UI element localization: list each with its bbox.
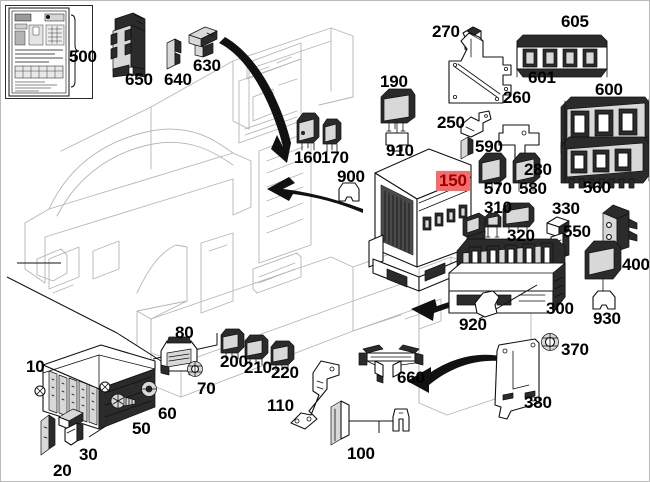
callout-label-580: 580	[519, 179, 547, 198]
part-260	[448, 32, 512, 104]
callout-label-500: 500	[69, 47, 97, 66]
callout-label-190: 190	[380, 72, 408, 91]
part-400	[584, 240, 622, 294]
part-50	[110, 393, 136, 409]
part-60	[141, 381, 157, 397]
part-200	[220, 328, 245, 360]
callout-label-605: 605	[561, 12, 589, 31]
part-920	[474, 290, 500, 318]
part-560	[560, 136, 649, 189]
callout-label-600: 600	[595, 80, 623, 99]
callout-label-60: 60	[158, 404, 177, 423]
part-250	[460, 110, 492, 138]
callout-label-650: 650	[125, 70, 153, 89]
part-160	[296, 112, 320, 151]
part-630	[188, 26, 218, 58]
callout-label-30: 30	[79, 445, 98, 464]
part-100	[330, 400, 410, 446]
callout-label-160: 160	[294, 148, 322, 167]
callout-label-10: 10	[26, 357, 45, 376]
part-500-label-card	[8, 7, 80, 97]
callout-label-200: 200	[220, 352, 248, 371]
callout-label-330: 330	[552, 199, 580, 218]
callout-label-310: 310	[484, 198, 512, 217]
part-70	[187, 361, 203, 377]
callout-label-900: 900	[337, 167, 365, 186]
callout-label-270: 270	[432, 22, 460, 41]
callout-label-110: 110	[267, 396, 294, 415]
part-10	[34, 344, 156, 430]
callout-label-80: 80	[175, 323, 194, 342]
callout-label-550: 550	[563, 222, 591, 241]
part-30	[58, 408, 84, 446]
callout-label-50: 50	[132, 419, 151, 438]
callout-label-370: 370	[561, 340, 589, 359]
callout-label-930: 930	[593, 309, 621, 328]
callout-label-250: 250	[437, 113, 465, 132]
callout-label-920: 920	[459, 315, 487, 334]
part-910	[385, 120, 409, 152]
part-590	[460, 136, 474, 160]
callout-label-380: 380	[524, 393, 552, 412]
part-580	[512, 152, 541, 192]
callout-label-300: 300	[546, 299, 574, 318]
callout-label-400: 400	[622, 255, 650, 274]
callout-label-910: 910	[386, 141, 414, 160]
callout-label-320: 320	[507, 226, 535, 245]
callout-label-260: 260	[503, 88, 531, 107]
callout-label-210: 210	[244, 358, 272, 377]
part-310	[484, 212, 502, 238]
part-220	[270, 340, 295, 372]
callout-label-100: 100	[347, 444, 375, 463]
callout-label-20: 20	[53, 461, 72, 480]
part-601	[516, 34, 608, 78]
vehicle-body-outline	[24, 27, 532, 416]
part-380	[494, 338, 540, 420]
part-570	[478, 152, 507, 192]
part-660	[358, 344, 424, 384]
part-150-fuse-box	[368, 148, 486, 292]
part-650	[110, 12, 146, 78]
callout-label-70: 70	[197, 379, 216, 398]
callout-label-570: 570	[484, 179, 512, 198]
part-640	[166, 38, 182, 70]
part-210	[244, 334, 269, 366]
part-900	[338, 182, 360, 202]
part-190	[380, 88, 416, 132]
callout-label-280: 280	[524, 160, 552, 179]
part-320	[502, 202, 535, 234]
part-930	[592, 290, 616, 310]
callout-label-630: 630	[193, 56, 221, 75]
callout-label-590: 590	[475, 137, 503, 156]
callout-label-220: 220	[271, 363, 299, 382]
part-370	[541, 333, 559, 351]
callout-label-660: 660	[397, 368, 425, 387]
part-300	[448, 238, 566, 320]
callout-label-640: 640	[164, 70, 192, 89]
part-20	[40, 414, 56, 456]
callout-label-560: 560	[583, 178, 611, 197]
part-110	[290, 360, 340, 430]
callout-label-170: 170	[321, 148, 349, 167]
part-280	[498, 124, 540, 162]
callout-label-601: 601	[528, 68, 556, 87]
part-170	[322, 118, 342, 153]
callout-label-150: 150	[436, 171, 470, 191]
